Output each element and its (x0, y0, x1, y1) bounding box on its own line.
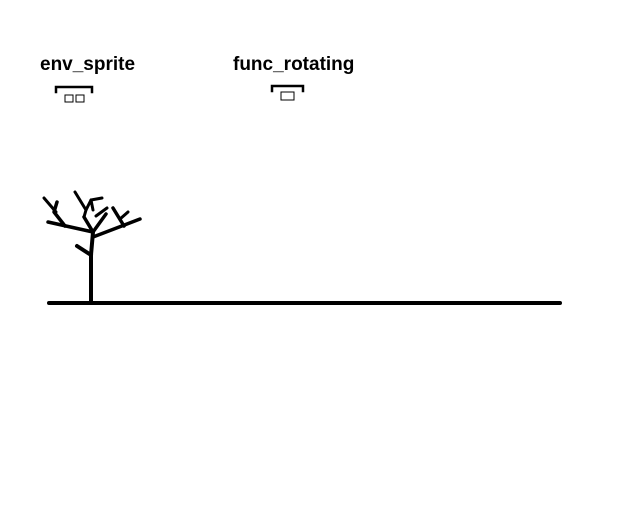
env-sprite-bracket (54, 85, 94, 94)
tree-branch-right-inner (91, 212, 108, 234)
tree-branch-right (91, 217, 142, 239)
tree-twig-top-center (84, 198, 95, 212)
tree-twig-left-b (42, 196, 58, 214)
func-rotating-bracket (270, 84, 305, 93)
tree-branch-left (46, 220, 95, 234)
tree-branch-center-upper (82, 215, 95, 234)
tree-twig-top-left (73, 190, 88, 219)
func-rotating-square (280, 91, 295, 101)
tree-drawing (42, 190, 142, 304)
func-rotating-label: func_rotating (233, 54, 355, 75)
func-rotating-icon (270, 84, 305, 101)
env-sprite-square-left (64, 94, 74, 103)
tree-twig-mid-right (94, 206, 109, 218)
tree-twig-right-a (111, 206, 126, 228)
tree-branch-low-left (75, 244, 93, 257)
tree-twig-top-right (89, 196, 104, 202)
tree-twig-right-b (118, 210, 130, 221)
env-sprite-label: env_sprite (40, 54, 136, 75)
env-sprite-icon (54, 85, 94, 103)
tree-twig-left-a (52, 200, 67, 228)
env-sprite-square-right (75, 94, 85, 103)
